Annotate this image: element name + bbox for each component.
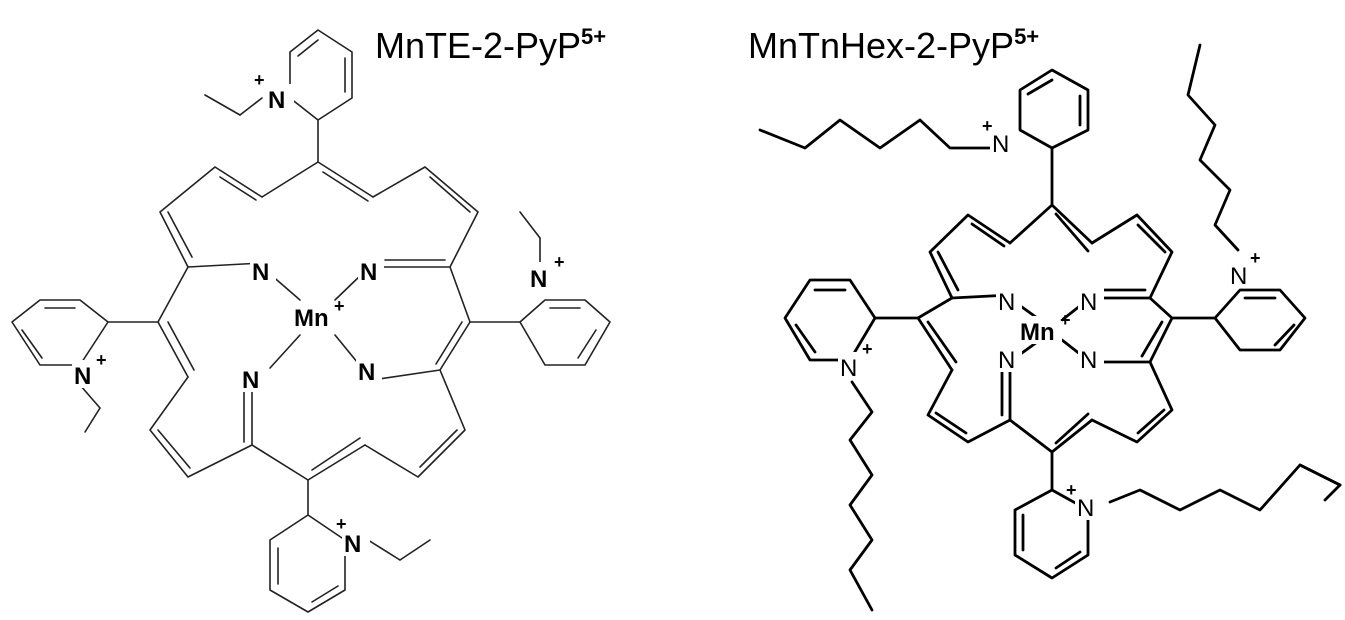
plus-charge: + [254,70,265,90]
nitrogen-label: N [530,266,547,293]
plus-charge: + [982,116,993,136]
nitrogen-label: N [1230,263,1247,290]
plus-charge: + [1250,248,1261,268]
nitrogen-label: N [242,367,259,394]
metal-charge: + [1060,310,1071,330]
porphyrin-bonds-left [11,29,611,613]
nitrogen-label: N [1080,289,1097,316]
nitrogen-label: N [998,347,1015,374]
nitrogen-label: N [268,87,285,114]
nitrogen-label: N [1077,495,1094,522]
nitrogen-label: N [252,259,269,286]
molecule-title: MnTnHex-2-PyP5+ [748,24,1039,66]
molecule-title: MnTE-2-PyP5+ [375,24,606,66]
plus-charge: + [862,339,873,359]
plus-charge: + [336,514,347,534]
manganese-label: Mn [1020,319,1055,346]
nitrogen-label: N [998,289,1015,316]
molecule-mntnhex: MnTnHex-2-PyP5+ [748,24,1342,612]
nitrogen-label: N [1080,347,1097,374]
nitrogen-label: N [840,355,857,382]
metal-charge: + [334,296,345,316]
nitrogen-label: N [344,531,361,558]
nitrogen-label: N [992,131,1009,158]
plus-charge: + [554,252,565,272]
nitrogen-label: N [358,359,375,386]
nitrogen-label: N [74,363,91,390]
plus-charge: + [1066,480,1077,500]
nitrogen-label: N [360,259,377,286]
molecule-mnte: MnTE-2-PyP5+ [11,24,611,613]
manganese-label: Mn [294,305,329,332]
plus-charge: + [96,350,107,370]
